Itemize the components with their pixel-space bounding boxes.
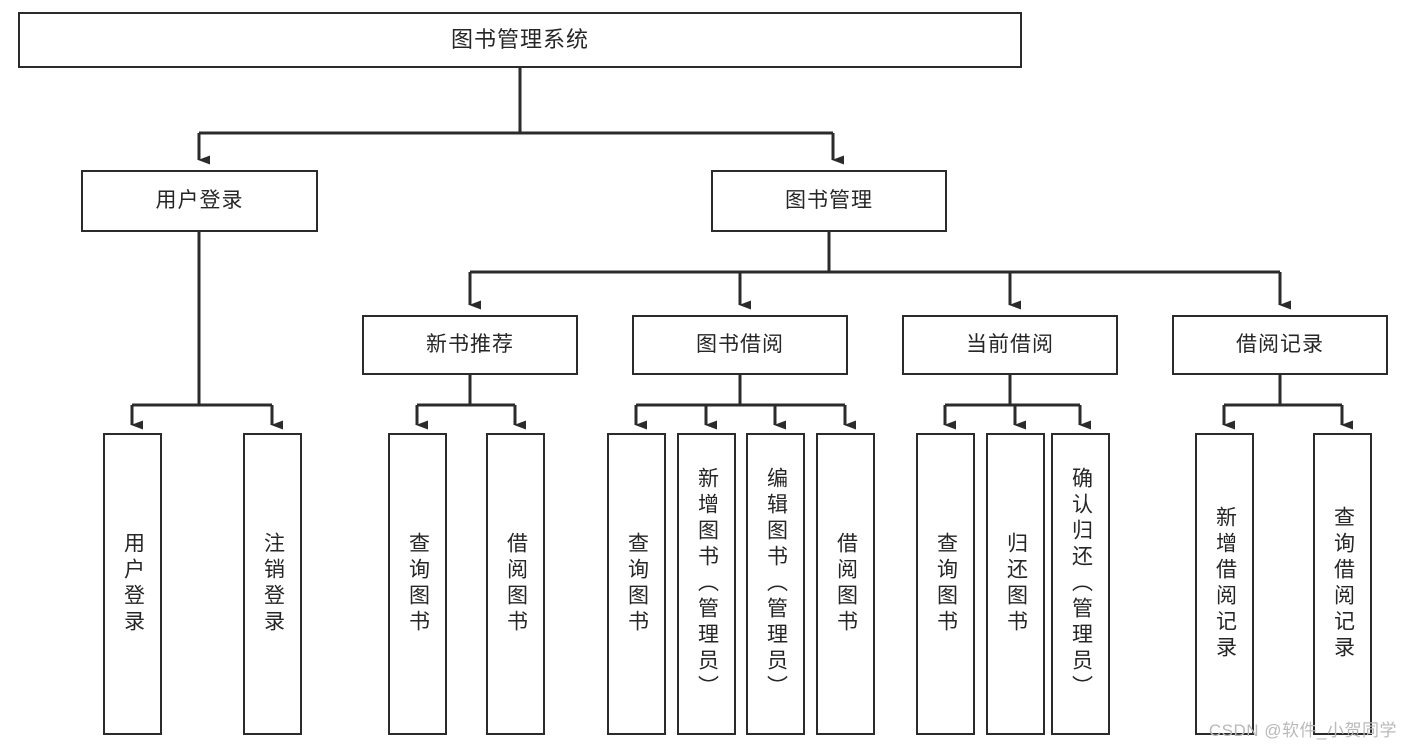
node-label: 查询图书 xyxy=(625,532,649,636)
node-leaf-borrow-book-recommend[interactable]: 借阅图书 xyxy=(486,433,545,735)
node-leaf-return-book[interactable]: 归还图书 xyxy=(986,433,1045,735)
node-label: 查询借阅记录 xyxy=(1331,506,1355,662)
node-borrow-record[interactable]: 借阅记录 xyxy=(1172,315,1388,375)
node-label: 新增图书（管理员） xyxy=(695,467,719,701)
node-label: 注销登录 xyxy=(261,532,285,636)
node-leaf-add-borrow-record[interactable]: 新增借阅记录 xyxy=(1195,433,1254,735)
node-label: 查询图书 xyxy=(934,532,958,636)
node-leaf-borrow-book[interactable]: 借阅图书 xyxy=(816,433,875,735)
node-leaf-query-book-borrow[interactable]: 查询图书 xyxy=(607,433,666,735)
node-label: 当前借阅 xyxy=(966,333,1054,357)
node-leaf-query-book-current[interactable]: 查询图书 xyxy=(916,433,975,735)
node-user-login[interactable]: 用户登录 xyxy=(81,170,318,232)
node-leaf-user-login[interactable]: 用户登录 xyxy=(103,433,162,735)
node-label: 用户登录 xyxy=(155,189,244,213)
node-label: 图书管理 xyxy=(785,189,873,213)
csdn-watermark: CSDN @软件_小贺同学 xyxy=(1208,721,1397,740)
node-book-borrow[interactable]: 图书借阅 xyxy=(632,315,848,375)
node-label: 编辑图书（管理员） xyxy=(764,467,788,701)
node-label: 新书推荐 xyxy=(426,333,514,357)
node-label: 确认归还（管理员） xyxy=(1069,467,1093,701)
node-label: 借阅图书 xyxy=(504,532,528,636)
node-leaf-logout-login[interactable]: 注销登录 xyxy=(243,433,302,735)
node-label: 归还图书 xyxy=(1004,532,1028,636)
node-current-borrow[interactable]: 当前借阅 xyxy=(902,315,1118,375)
node-leaf-query-borrow-record[interactable]: 查询借阅记录 xyxy=(1313,433,1372,735)
node-label: 图书管理系统 xyxy=(450,26,589,52)
node-root-book-management-system[interactable]: 图书管理系统 xyxy=(18,12,1022,68)
node-label: 图书借阅 xyxy=(696,333,784,357)
node-leaf-add-book-admin[interactable]: 新增图书（管理员） xyxy=(677,433,736,735)
node-leaf-confirm-return-admin[interactable]: 确认归还（管理员） xyxy=(1051,433,1110,735)
node-leaf-edit-book-admin[interactable]: 编辑图书（管理员） xyxy=(746,433,805,735)
node-leaf-query-book-recommend[interactable]: 查询图书 xyxy=(388,433,447,735)
node-label: 借阅图书 xyxy=(834,532,858,636)
node-label: 借阅记录 xyxy=(1236,333,1324,357)
node-new-book-recommend[interactable]: 新书推荐 xyxy=(362,315,578,375)
node-book-manage[interactable]: 图书管理 xyxy=(711,170,947,232)
node-label: 查询图书 xyxy=(406,532,430,636)
node-label: 用户登录 xyxy=(121,532,145,636)
node-label: 新增借阅记录 xyxy=(1213,506,1237,662)
